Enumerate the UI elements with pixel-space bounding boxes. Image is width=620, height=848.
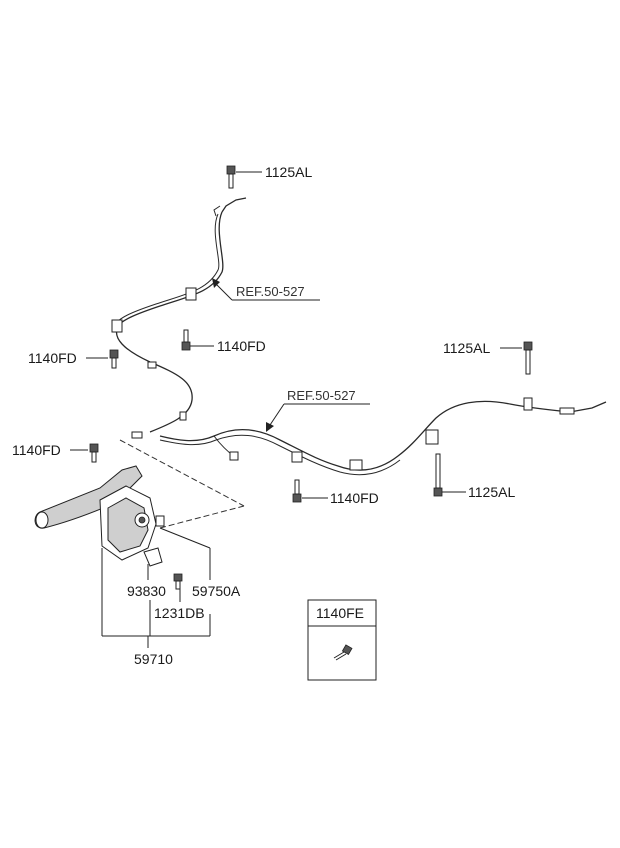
- bolt-1140fe-icon: [333, 644, 353, 661]
- label-1140fd-mid: 1140FD: [217, 338, 266, 354]
- bolt-right-upper: [523, 341, 533, 375]
- bolt-center: [292, 479, 302, 503]
- label-ref-lower: REF.50-527: [287, 388, 356, 403]
- label-1140fd-left-upper: 1140FD: [28, 350, 77, 366]
- bolt-top: [226, 165, 236, 189]
- label-1231db: 1231DB: [154, 605, 205, 621]
- rear-cable: [159, 400, 607, 476]
- bolt-left-lower: [89, 443, 99, 463]
- label-1125al-right-lower: 1125AL: [468, 484, 515, 500]
- label-93830: 93830: [127, 583, 166, 599]
- label-59710: 59710: [134, 651, 173, 667]
- front-cable: [113, 197, 247, 433]
- bolt-left-upper: [109, 349, 119, 369]
- legend-box-1140fe: 1140FE: [307, 599, 377, 681]
- label-1140fd-center: 1140FD: [330, 490, 379, 506]
- label-1140fd-left-lower: 1140FD: [12, 442, 61, 458]
- label-1125al-top: 1125AL: [265, 164, 312, 180]
- label-1125al-right-upper: 1125AL: [443, 340, 490, 356]
- label-59750a: 59750A: [192, 583, 241, 599]
- bolt-mid: [181, 329, 191, 351]
- cable-clips: [111, 287, 575, 471]
- label-1140fe: 1140FE: [316, 605, 364, 621]
- parking-brake-lever: [34, 439, 245, 590]
- leader-lines: [70, 171, 522, 648]
- label-ref-upper: REF.50-527: [236, 284, 305, 299]
- bolt-right-lower: [433, 453, 443, 497]
